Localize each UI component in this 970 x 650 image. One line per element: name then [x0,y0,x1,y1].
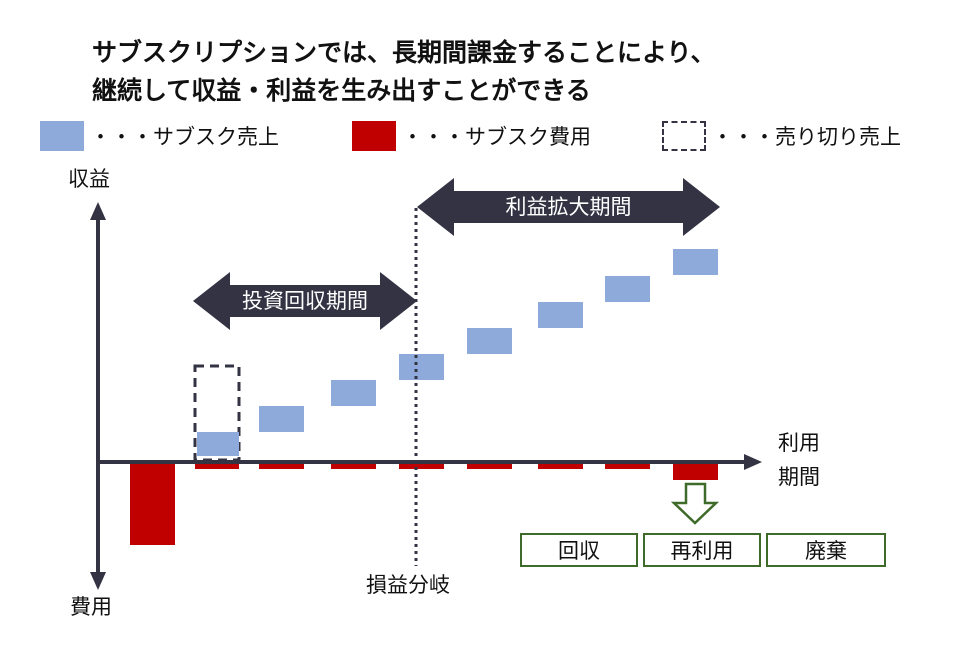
legend-swatch-cost [352,121,396,151]
x-axis-label-line-1: 利用 [778,431,820,455]
cost-bar-5 [467,463,512,469]
cost-bar-3 [331,463,376,469]
lifecycle-label-collection: 回収 [558,539,600,563]
cost-bar-4 [399,463,444,469]
x-axis-arrow [744,454,762,470]
revenue-bar-5 [467,328,512,354]
y-axis-up-arrow [90,202,106,220]
y-axis-label-cost: 費用 [70,595,112,619]
end-of-life-cost-bar [673,463,718,480]
breakeven-label: 損益分岐 [366,573,450,597]
revenue-bar-8 [673,249,718,275]
payback-period-label: 投資回収期間 [242,289,368,313]
legend-label-revenue: ・・・サブスク売上 [90,125,279,149]
legend-label-one-time: ・・・売り切り売上 [712,125,901,149]
payback-period-arrow [193,272,417,330]
lifecycle-box-disposal: 廃棄 [766,533,886,567]
x-axis-label-line-2: 期間 [778,465,820,489]
y-axis-down-arrow [90,572,106,590]
lifecycle-label-disposal: 廃棄 [805,539,847,563]
profit-period-label: 利益拡大期間 [505,195,632,219]
legend-swatch-revenue [40,121,84,151]
revenue-bar-2 [259,406,304,432]
legend-item-one-time-sales: ・・・売り切り売上 [662,120,901,152]
lifecycle-box-reuse: 再利用 [643,533,761,567]
lifecycle-label-reuse: 再利用 [670,539,734,563]
y-axis-label-revenue: 収益 [68,167,110,191]
legend-item-subscription-cost: ・・・サブスク費用 [352,120,591,152]
page-title: サブスクリプションでは、長期間課金することにより、 継続して収益・利益を生み出す… [92,34,716,110]
initial-cost-bar [130,463,175,545]
one-time-sales-box [193,364,241,462]
cost-bar-6 [538,463,583,469]
lifecycle-box-collection: 回収 [520,533,638,567]
profit-period-arrow [417,178,720,236]
cost-bar-7 [605,463,650,469]
revenue-bar-6 [538,302,583,328]
legend-label-cost: ・・・サブスク費用 [402,125,591,149]
hollow-down-arrow-icon [670,482,720,525]
legend-swatch-one-time [662,121,706,151]
cost-bar-2 [259,463,304,469]
legend-item-subscription-revenue: ・・・サブスク売上 [40,120,279,152]
revenue-bar-7 [605,276,650,302]
revenue-bar-4 [399,354,444,380]
cost-bar-1 [195,463,239,469]
revenue-bar-1 [197,432,239,456]
revenue-bar-3 [331,380,376,406]
title-line-1: サブスクリプションでは、長期間課金することにより、 [92,38,716,67]
title-line-2: 継続して収益・利益を生み出すことができる [92,76,591,105]
